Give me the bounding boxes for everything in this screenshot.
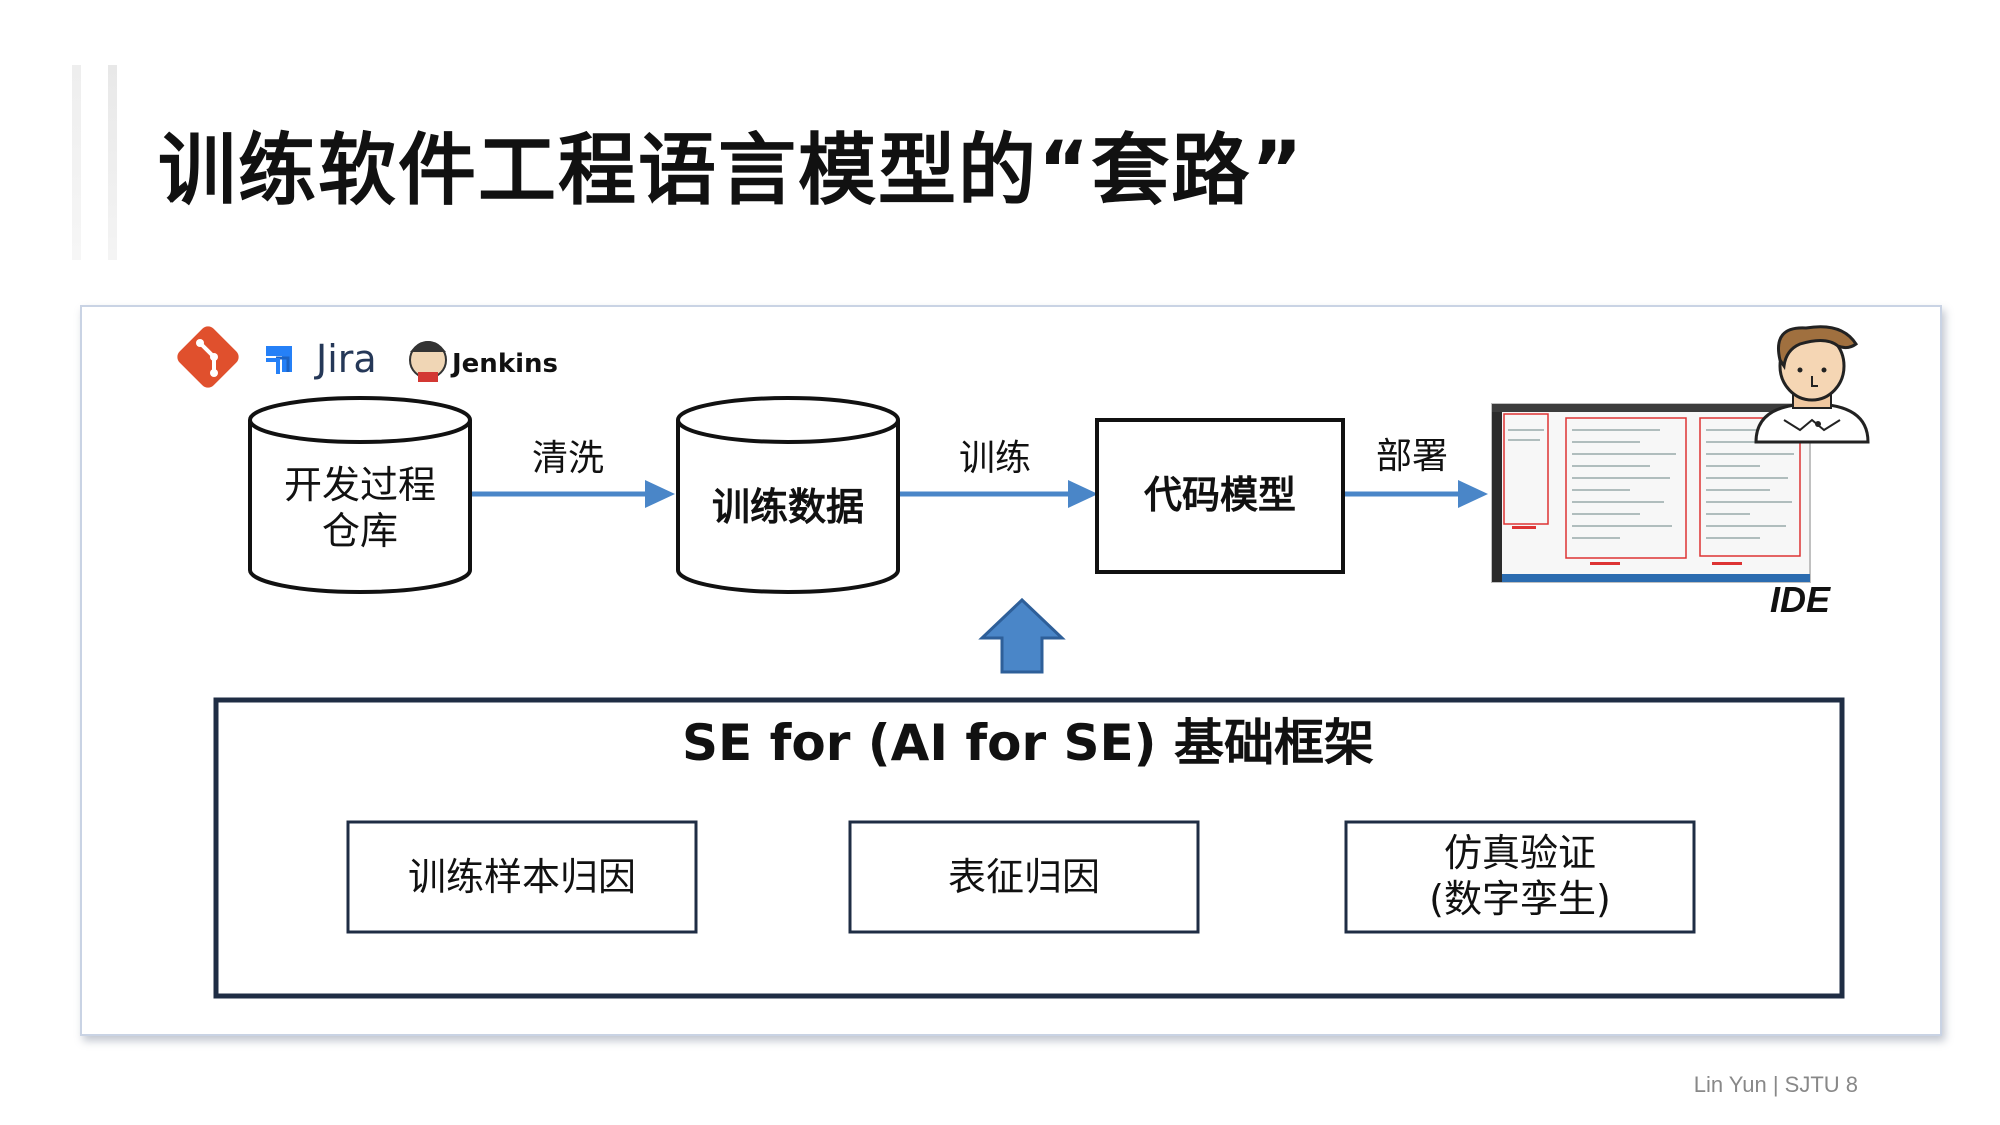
simulation-label-line1: 仿真验证 bbox=[1444, 831, 1596, 875]
simulation-box bbox=[1344, 820, 1696, 934]
git-icon bbox=[177, 326, 239, 388]
page-title: 训练软件工程语言模型的“套路” bbox=[158, 126, 1305, 216]
repo-label-line2: 仓库 bbox=[322, 509, 398, 553]
jenkins-icon bbox=[409, 341, 447, 382]
framework-title: SE for (AI for SE) 基础框架 bbox=[682, 714, 1374, 772]
model-box bbox=[1095, 418, 1345, 574]
title-decoration bbox=[72, 65, 118, 260]
jira-label: Jira bbox=[314, 337, 377, 381]
up-arrow bbox=[978, 597, 1066, 674]
attribution-samples-box bbox=[346, 820, 698, 934]
ide-screenshot bbox=[1491, 403, 1811, 583]
jenkins-label: Jenkins bbox=[450, 349, 558, 379]
simulation-label-line2: (数字孪生) bbox=[1429, 877, 1611, 921]
jira-icon bbox=[266, 346, 292, 374]
footer-credit: Lin Yun | SJTU 8 bbox=[1693, 1072, 1858, 1097]
data-label: 训练数据 bbox=[712, 485, 864, 529]
repo-cylinder bbox=[248, 396, 472, 594]
data-cylinder bbox=[676, 396, 900, 594]
arrow-deploy-label: 部署 bbox=[1376, 436, 1448, 477]
attribution-samples-label: 训练样本归因 bbox=[408, 855, 636, 899]
arrow-clean-label: 清洗 bbox=[532, 438, 604, 479]
arrow-train-label: 训练 bbox=[959, 438, 1031, 479]
attribution-representation-box bbox=[848, 820, 1200, 934]
attribution-representation-label: 表征归因 bbox=[948, 855, 1100, 899]
repo-label-line1: 开发过程 bbox=[284, 463, 436, 507]
developer-avatar bbox=[1754, 325, 1870, 444]
ide-label: IDE bbox=[1770, 579, 1831, 620]
model-label: 代码模型 bbox=[1144, 473, 1296, 517]
